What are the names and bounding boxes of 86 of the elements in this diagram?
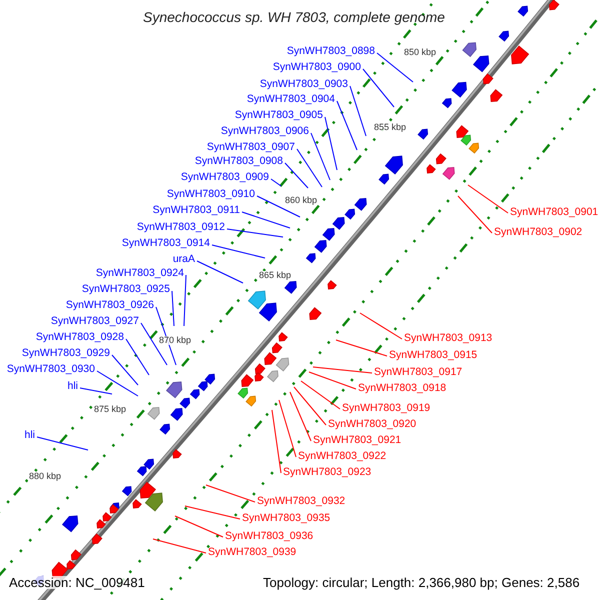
tick-label: 855 kbp [373,123,408,132]
gene-label: SynWH7803_0905 [234,110,323,120]
gene-label: SynWH7803_0920 [328,418,416,430]
leader-line [284,162,308,188]
leader-line [272,410,282,474]
leader-line [308,372,356,390]
gene-label: hli [24,430,35,440]
gene-label: SynWH7803_0922 [298,450,386,462]
gene-label: SynWH7803_0928 [36,332,124,342]
gene-label: SynWH7803_0935 [242,512,330,524]
leader-line [206,484,256,502]
leader-line [270,178,282,186]
gene-label: SynWH7803_0929 [22,348,110,358]
gene-label: SynWH7803_0909 [180,172,269,182]
gene-label: SynWH7803_0925 [82,284,170,294]
gene-label: SynWH7803_0939 [208,546,296,558]
leader-line [336,340,388,356]
gene-label: SynWH7803_0903 [260,78,348,90]
gene-label: SynWH7803_0919 [342,402,430,414]
leader-line [312,366,372,374]
leader-line [294,386,326,426]
leader-line [156,306,176,366]
leader-line [172,290,174,326]
gene-label: SynWH7803_0904 [246,94,335,104]
gene-label: SynWH7803_0918 [358,382,446,394]
gene-label: SynWH7803_0917 [374,366,462,378]
gene-label: SynWH7803_0930 [6,364,95,374]
leader-line [184,274,186,326]
title: Synechococcus sp. WH 7803, complete genome [143,10,445,24]
gene-label: SynWH7803_0912 [136,222,225,232]
leader-line [242,212,290,228]
leader-line [96,370,138,396]
leader-line [174,516,224,538]
leader-line [226,228,284,238]
gene-label: SynWH7803_0911 [152,204,240,216]
gene-label: SynWH7803_0926 [66,300,154,310]
tick-label: 850 kbp [403,48,438,57]
leader-line [212,244,266,258]
leader-line [376,52,414,82]
leader-line [152,538,206,554]
leader-line [362,68,394,108]
gene-label: SynWH7803_0915 [389,350,478,360]
gene-label: SynWH7803_0902 [494,226,582,238]
genome-stats-text: Topology: circular; Length: 2,366,980 bp; Genes: 2,586 [262,576,581,589]
tick-label: 870 kbp [158,336,192,345]
gene-label: SynWH7803_0936 [225,530,314,542]
leader-line [310,132,330,180]
gene-label: SynWH7803_0908 [194,156,283,166]
leader-line [360,312,402,340]
leader-line [458,196,492,234]
gene-label: SynWH7803_0923 [283,466,372,478]
gene-label: SynWH7803_0901 [510,206,598,218]
leader-line [290,392,312,442]
tick-label: 865 kbp [258,271,292,280]
gene-label: SynWH7803_0914 [122,238,210,248]
leader-line [126,338,150,376]
gene-label: SynWH7803_0898 [286,46,375,56]
tick-label: 880 kbp [28,472,62,481]
leader-line [296,148,322,188]
leader-line [468,184,508,214]
gene-label: SynWH7803_0907 [206,142,295,152]
gene-label: SynWH7803_0910 [166,188,255,200]
gene-label: SynWH7803_0913 [404,332,492,344]
leader-line [350,86,366,136]
accession-text: Accession: NC_009481 [8,576,146,589]
gene-label: hli [67,380,78,392]
leader-line [140,322,168,366]
tick-label: 875 kbp [93,405,128,414]
leader-line [184,506,240,520]
gene-label: SynWH7803_0927 [50,316,139,326]
gene-label: SynWH7803_0906 [220,126,309,136]
gene-label: SynWH7803_0921 [313,434,402,446]
tick-label: 860 kbp [284,196,318,205]
leader-line [300,380,340,410]
leader-line [112,354,138,386]
leader-line [336,100,358,150]
gene-label: SynWH7803_0932 [257,496,346,506]
leader-line [36,436,88,450]
leader-line [80,388,112,394]
leader-line [196,260,244,284]
leader-line [256,196,300,218]
leader-line [324,116,338,170]
gene-label: SynWH7803_0900 [272,62,361,72]
gene-label: SynWH7803_0924 [96,268,184,278]
gene-label: uraA [172,254,195,264]
leader-line [278,400,296,458]
